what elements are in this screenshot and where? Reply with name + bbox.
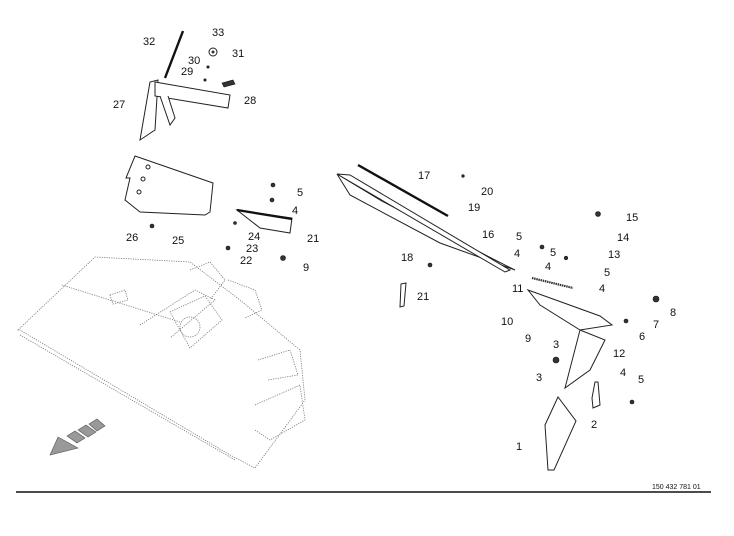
- label-9-b: 9: [525, 333, 531, 345]
- label-9-a: 9: [303, 262, 309, 274]
- label-21-a: 21: [307, 233, 319, 245]
- label-10: 10: [501, 316, 513, 328]
- label-17: 17: [418, 170, 430, 182]
- label-28: 28: [244, 95, 256, 107]
- label-1: 1: [516, 441, 522, 453]
- label-3-a: 3: [553, 339, 559, 351]
- side-panel-25: [124, 155, 214, 216]
- label-2: 2: [591, 419, 597, 431]
- label-21-b: 21: [417, 291, 429, 303]
- plate-1: [544, 396, 577, 471]
- label-13: 13: [608, 249, 620, 261]
- label-14: 14: [617, 232, 629, 244]
- strip-11: [531, 276, 574, 290]
- machine-body: [16, 256, 306, 469]
- hardware: [149, 174, 660, 405]
- label-5-c: 5: [550, 247, 556, 259]
- strip-17: [357, 163, 449, 218]
- drawing-reference-number: 150 432 781 01: [652, 484, 701, 491]
- label-26: 26: [126, 232, 138, 244]
- label-30: 30: [188, 55, 200, 67]
- label-15: 15: [626, 212, 638, 224]
- label-8: 8: [670, 307, 676, 319]
- label-4-c: 4: [545, 261, 551, 273]
- label-6: 6: [639, 331, 645, 343]
- label-12: 12: [613, 348, 625, 360]
- label-11: 11: [512, 283, 523, 295]
- part-labels: 32 33 31 30 29 28 27 26 25 24 23 22 21 2…: [113, 27, 676, 453]
- label-24: 24: [248, 231, 260, 243]
- label-3-b: 3: [536, 372, 542, 384]
- label-25: 25: [172, 235, 184, 247]
- label-31: 31: [232, 48, 244, 60]
- label-27: 27: [113, 99, 125, 111]
- label-16: 16: [482, 229, 494, 241]
- label-22: 22: [240, 255, 252, 267]
- label-20: 20: [481, 186, 493, 198]
- direction-arrow-icon: [49, 418, 106, 456]
- guard-12: [526, 288, 614, 390]
- label-4-a: 4: [292, 205, 298, 217]
- label-7: 7: [653, 319, 659, 331]
- strip-21-lower: [399, 282, 407, 308]
- bracket-assembly-27-33: [139, 30, 236, 142]
- label-19: 19: [468, 202, 480, 214]
- label-4-d: 4: [599, 283, 605, 295]
- label-4-e: 4: [620, 367, 626, 379]
- label-23: 23: [246, 243, 258, 255]
- strip-21-edge: [236, 208, 293, 221]
- label-5-a: 5: [297, 187, 303, 199]
- label-33: 33: [212, 27, 224, 39]
- bracket-2: [591, 381, 601, 409]
- label-32: 32: [143, 36, 155, 48]
- label-4-b: 4: [514, 248, 520, 260]
- label-5-e: 5: [638, 374, 644, 386]
- guard-plate-16: [336, 173, 516, 273]
- label-29: 29: [181, 66, 193, 78]
- label-5-b: 5: [516, 231, 522, 243]
- label-18: 18: [401, 252, 413, 264]
- label-5-d: 5: [604, 267, 610, 279]
